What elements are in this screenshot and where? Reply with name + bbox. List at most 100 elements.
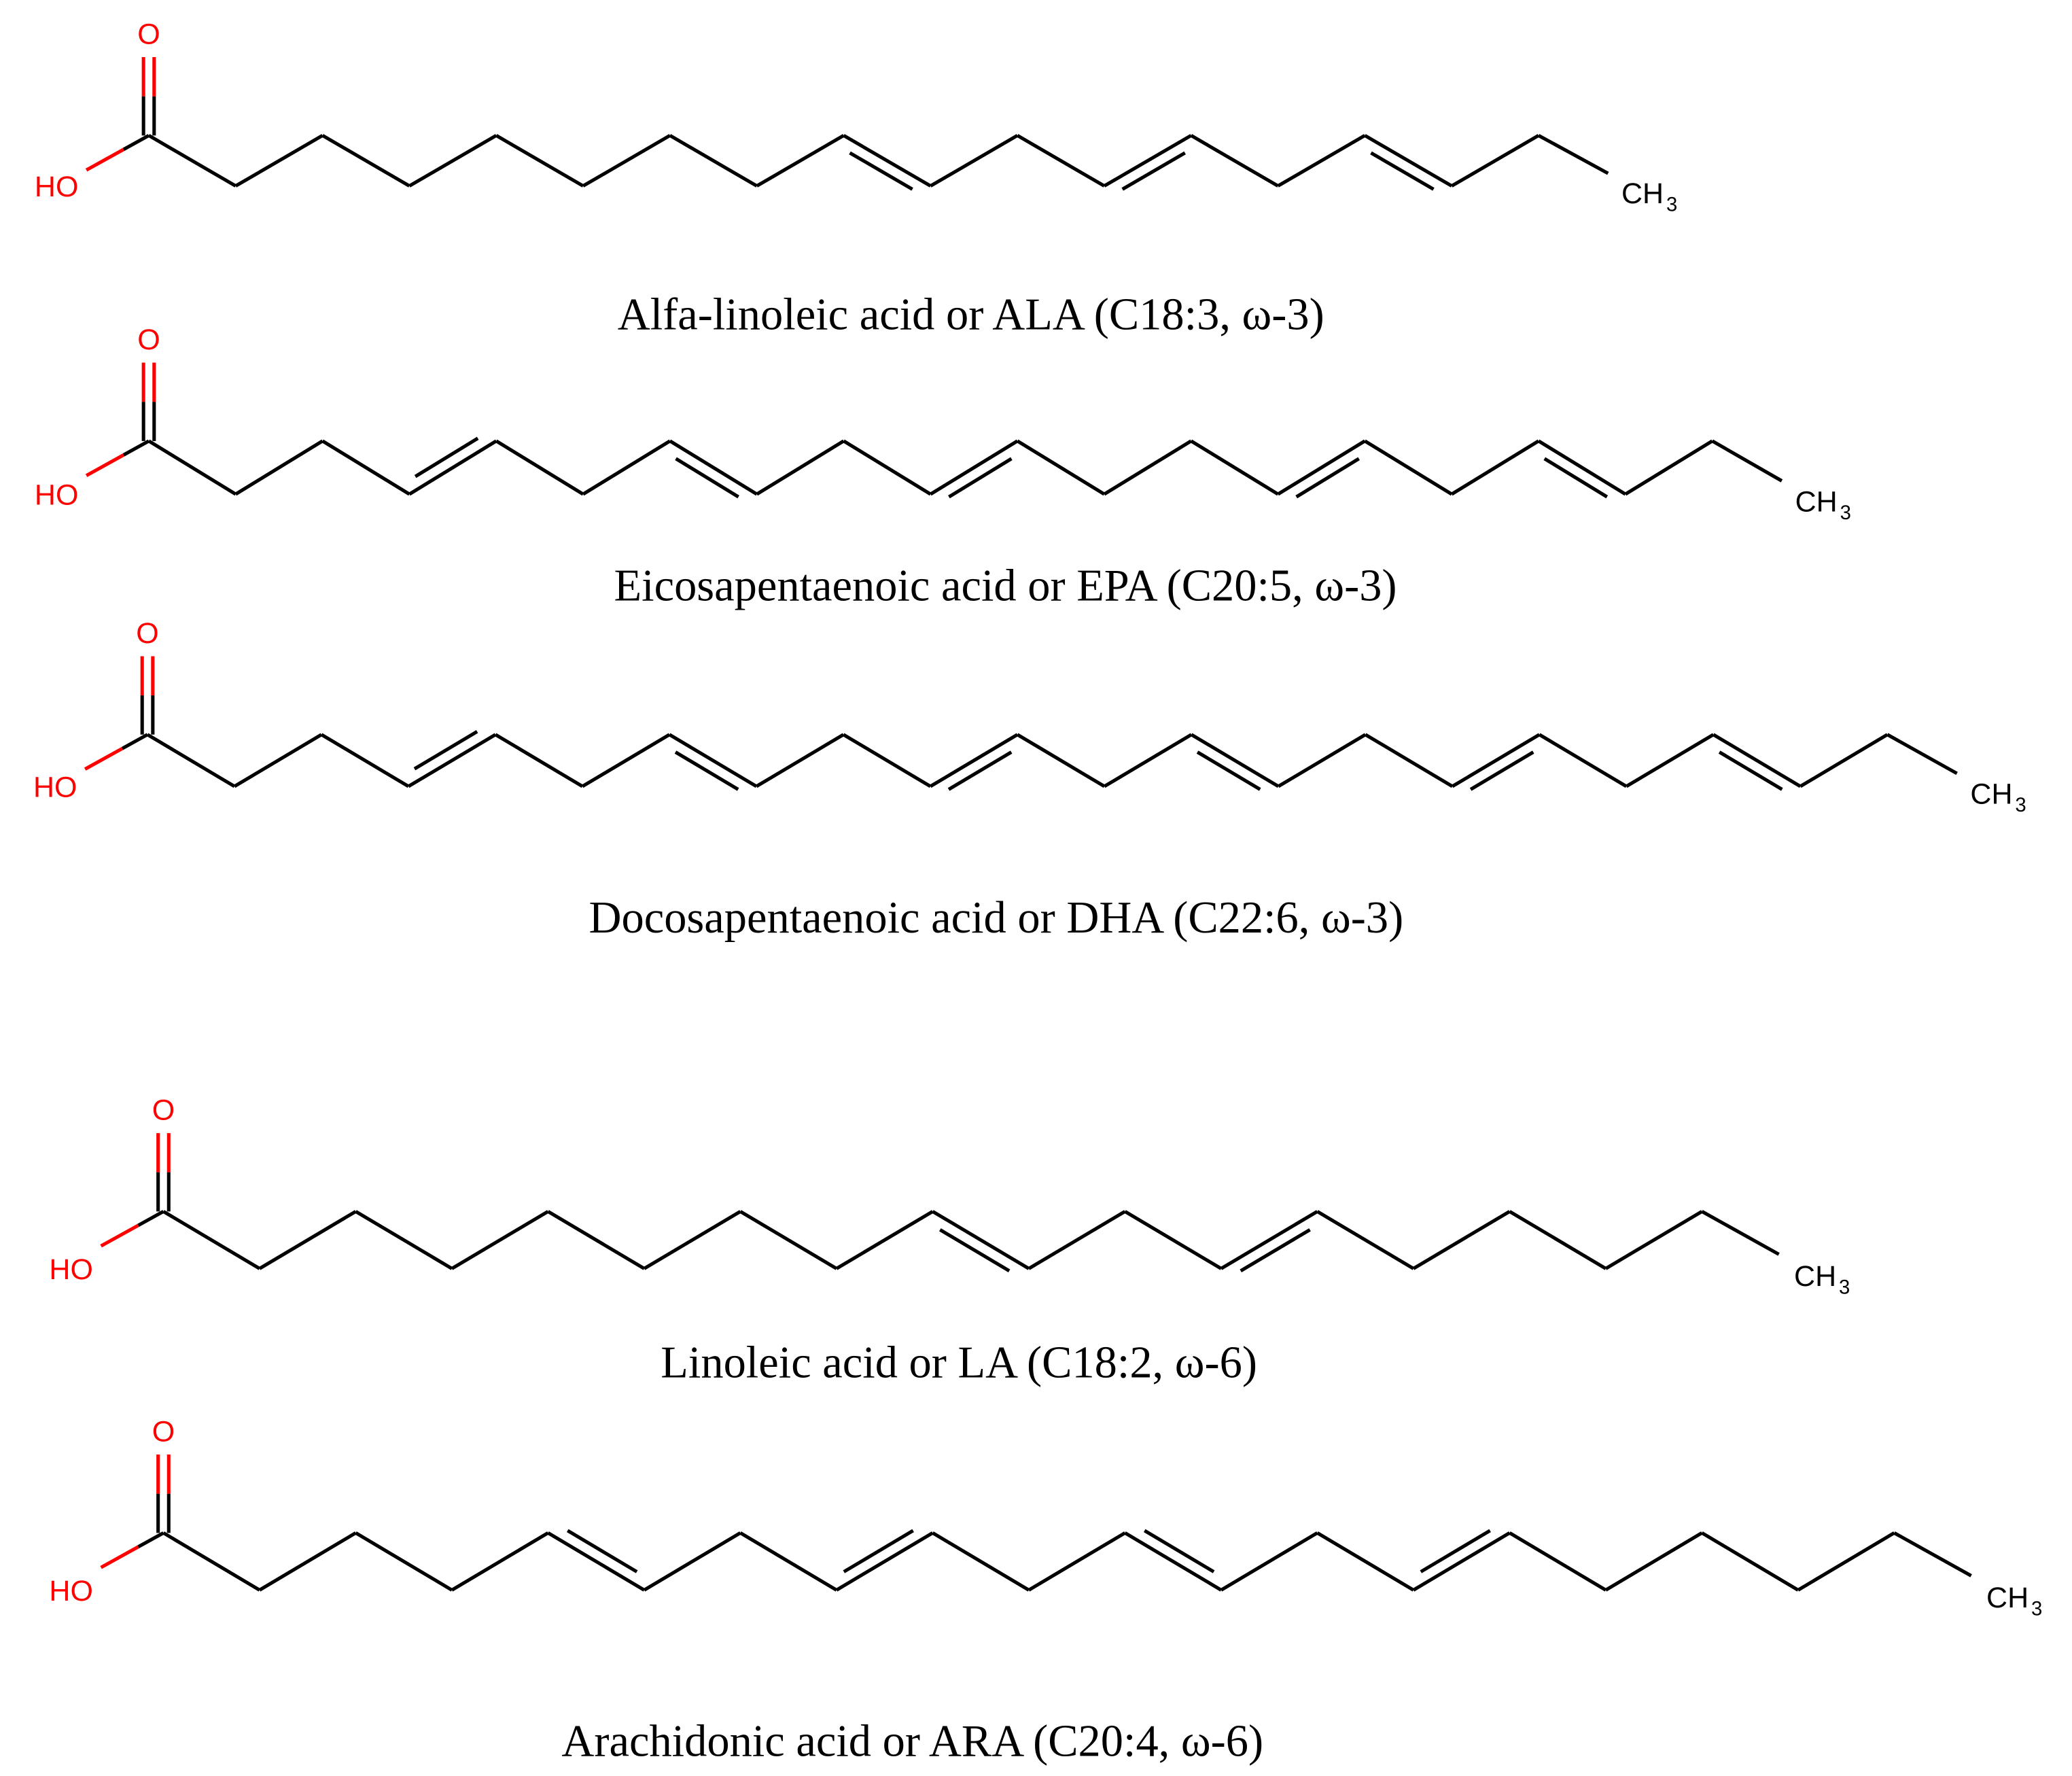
single-bond [146,733,236,788]
single-bond [547,1210,646,1270]
hydroxyl-label: HO [49,1575,92,1607]
methyl-label-ch: CH [1795,485,1838,518]
single-bond [1220,1531,1318,1592]
single-bond [1277,733,1367,788]
single-bond [582,134,671,188]
single-bond [842,733,932,788]
double-bond-outer [1364,134,1453,188]
single-bond [1412,1210,1511,1270]
double-bond-outer [929,733,1019,788]
double-bond-inner [1196,750,1261,791]
single-bond [1316,1210,1415,1270]
hydroxyl-label: HO [33,771,77,804]
single-bond [234,134,323,188]
double-bond-inner [1543,457,1609,499]
single-bond [1028,1531,1126,1592]
double-bond-inner [1143,1529,1215,1573]
single-bond [835,1210,934,1270]
single-bond [1103,733,1193,788]
oxygen-label: O [136,617,158,650]
double-bond-outer [1220,1210,1318,1270]
single-bond [1190,439,1279,496]
oxygen-label: O [137,324,160,356]
single-bond [1450,134,1540,188]
single-bond [1364,439,1453,496]
double-bond-outer [1537,439,1627,496]
methyl-label-subscript: 3 [1840,502,1851,524]
single-bond [147,439,237,496]
oxygen-label: O [152,1415,175,1448]
double-bond-inner [843,1529,914,1573]
methyl-label-subscript: 3 [1666,194,1677,216]
double-bond-outer [408,439,497,496]
double-bond-outer [669,439,758,496]
double-bond-inner [674,750,739,791]
single-bond [756,439,845,496]
single-bond [581,733,671,788]
single-bond [1886,733,1958,776]
single-bond [582,439,671,496]
double-bond-outer [843,134,932,188]
methyl-label-subscript: 3 [1839,1276,1850,1299]
single-bond [1450,439,1540,496]
double-bond-outer [1412,1531,1511,1592]
double-bond-outer [1103,134,1193,188]
double-bond-outer [1451,733,1541,788]
caption-la: Linoleic acid or LA (C18:2, ω-6) [661,1338,1257,1388]
double-bond-inner [1295,457,1360,499]
single-bond [1028,1210,1126,1270]
double-bond-outer [929,439,1019,496]
single-bond [1509,1210,1607,1270]
methyl-label-ch: CH [1986,1582,2029,1614]
single-bond [756,134,845,188]
single-bond [1701,1531,1799,1592]
single-bond [258,1210,357,1270]
double-bond-outer [835,1531,934,1592]
hydroxyl-bond-carbon-half [137,1210,164,1227]
single-bond [1625,733,1715,788]
single-bond [355,1210,453,1270]
double-bond-inner [849,151,913,191]
double-bond-outer [1190,733,1280,788]
single-bond [162,1531,261,1592]
single-bond [1538,733,1628,788]
single-bond [162,1210,261,1270]
single-bond [932,1531,1030,1592]
single-bond [1537,134,1609,175]
double-bond-inner [947,750,1013,791]
single-bond [1103,439,1193,496]
double-bond-inner [948,457,1013,499]
hydroxyl-label: HO [49,1253,92,1286]
single-bond [930,134,1019,188]
hydroxyl-label: HO [35,479,78,512]
single-bond [1190,134,1279,188]
hydroxyl-label: HO [35,171,78,203]
hydroxyl-bond-oxygen-half [100,1223,139,1248]
double-bond-outer [1712,733,1802,788]
caption-epa: Eicosapentaenoic acid or EPA (C20:5, ω-3… [614,561,1397,610]
single-bond [320,733,410,788]
methyl-label-subscript: 3 [2031,1598,2042,1620]
single-bond [321,134,410,188]
oxygen-label: O [137,18,160,50]
single-bond [495,134,584,188]
single-bond [1016,439,1106,496]
single-bond [1316,1531,1415,1592]
single-bond [739,1531,838,1592]
single-bond [258,1531,357,1592]
single-bond [643,1531,741,1592]
methyl-label-ch: CH [1794,1260,1836,1293]
double-bond-inner [938,1228,1011,1272]
single-bond [1701,1210,1780,1256]
double-bond-outer [1277,439,1366,496]
double-bond-inner [1718,750,1783,791]
single-bond [739,1210,838,1270]
single-bond [643,1210,741,1270]
single-bond [669,134,758,188]
single-bond [755,733,845,788]
